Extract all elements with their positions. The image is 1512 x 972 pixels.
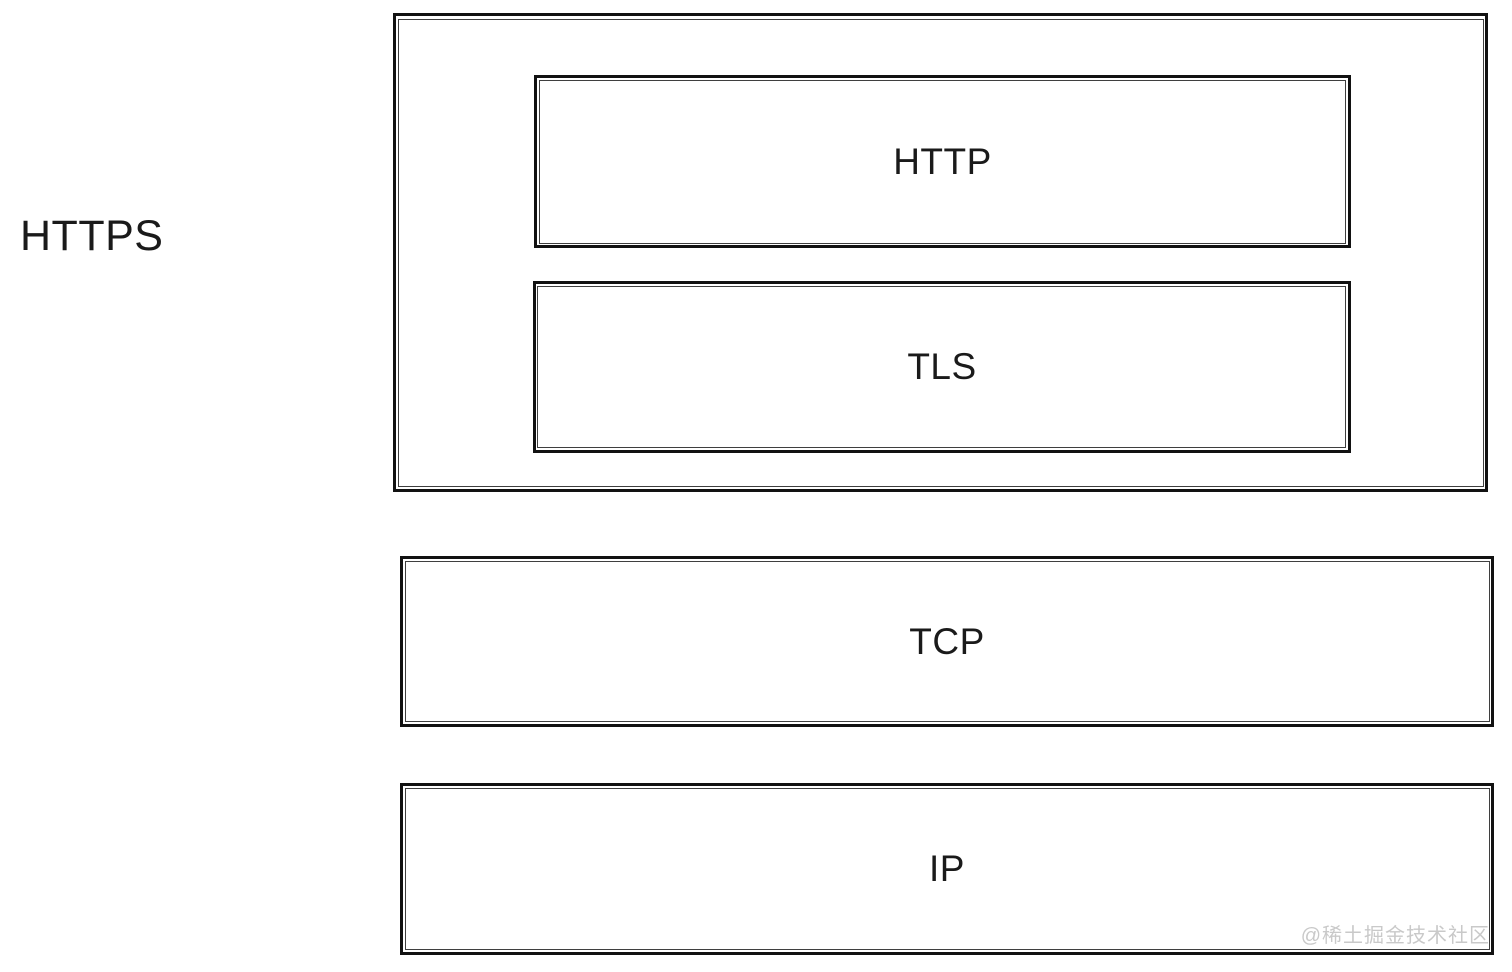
http-layer-label: HTTP — [893, 140, 992, 182]
tls-layer-box: TLS — [533, 281, 1351, 453]
http-layer-box: HTTP — [534, 75, 1351, 248]
source-watermark: @稀土掘金技术社区 — [1300, 925, 1490, 947]
tcp-layer-box: TCP — [400, 556, 1494, 727]
tcp-layer-label: TCP — [909, 620, 985, 662]
ip-layer-label: IP — [929, 848, 965, 889]
https-label: HTTPS — [20, 212, 164, 260]
tls-layer-label: TLS — [907, 346, 977, 387]
